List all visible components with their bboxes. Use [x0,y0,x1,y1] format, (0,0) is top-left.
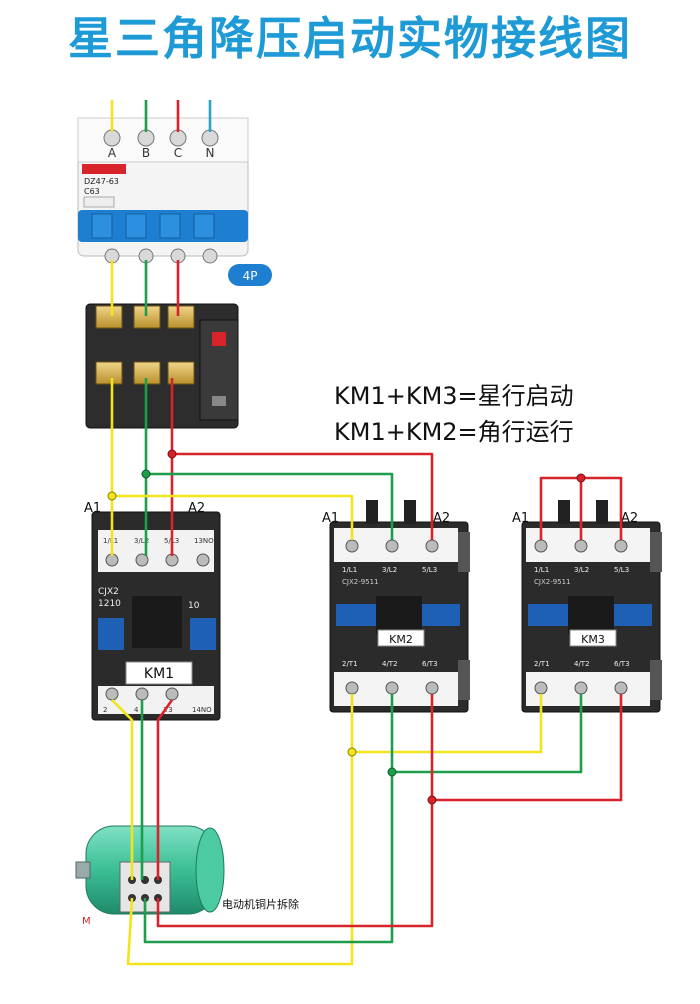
km1-term-1: 1/L1 [103,537,118,545]
km3-term-3: 3/L2 [574,566,589,574]
km2-term-3: 3/L2 [382,566,397,574]
page-title: 星三角降压启动实物接线图 [67,12,632,65]
km1-nameplate [125,661,193,685]
km2-coil-a2-label: A2 [433,511,450,526]
km1-coil-a1-label: A1 [84,501,101,516]
km3-term-5: 5/L3 [614,566,629,574]
km1-model: CJX2 [98,587,119,597]
km3-nameplate [569,629,617,647]
km3-coil-a2-label: A2 [621,511,638,526]
km2-term-1: 1/L1 [342,566,357,574]
km2-model: CJX2-9511 [342,578,379,586]
km1-term-3: 3/L2 [134,537,149,545]
km2-name: KM2 [389,633,413,646]
junctions [107,449,586,805]
contactor-km3: 1/L1 3/L2 5/L3 CJX2-9511 KM3 2/T1 4/T2 6… [521,500,662,713]
thermal-relay [85,303,239,429]
km3-term-1: 1/L1 [534,566,549,574]
note-delta-run: KM1+KM2=角行运行 [334,418,574,446]
relay-terminals [95,305,195,385]
terminal-label-n: N [206,146,215,160]
motor: M [75,825,225,927]
km1-bterm-2: 2 [103,706,107,714]
breaker-rating: C63 [84,187,100,196]
km2-bterm-4: 4/T2 [382,660,398,668]
km2-bterm-6: 6/T3 [422,660,438,668]
motor-note: 电动机铜片拆除 [222,897,299,911]
km3-bterm-6: 6/T3 [614,660,630,668]
km3-coil-a1-label: A1 [512,511,529,526]
contactor-km2: 1/L1 3/L2 5/L3 CJX2-9511 KM2 2/T1 4/T2 6… [329,500,470,713]
poles-badge [228,264,272,286]
km2-nameplate [377,629,425,647]
terminal-label-b: B [142,146,150,160]
wires [110,100,623,966]
terminal-label-c: C [174,146,182,160]
km1-name: KM1 [144,666,174,682]
poles-badge-label: 4P [243,269,258,283]
circuit-breaker: A B C N DZ47-63 C63 4P [77,117,272,286]
km3-bterm-4: 4/T2 [574,660,590,668]
km2-term-5: 5/L3 [422,566,437,574]
km1-bterm-4: 4 [134,706,139,714]
km1-code: 1210 [98,599,121,609]
motor-label: M [82,916,91,927]
note-star-start: KM1+KM3=星行启动 [334,382,574,410]
km2-bterm-2: 2/T1 [342,660,358,668]
km1-term-13: 13NO [194,537,214,545]
terminal-label-a: A [108,146,117,160]
breaker-model: DZ47-63 [84,177,119,186]
km1-coil-a2-label: A2 [188,501,205,516]
km1-aux-mark: 10 [188,601,200,611]
km1-bterm-6: T3 [163,706,173,714]
km1-bterm-14: 14NO [192,706,212,714]
km3-model: CJX2-9511 [534,578,571,586]
km2-coil-a1-label: A1 [322,511,339,526]
km3-bterm-2: 2/T1 [534,660,550,668]
km3-name: KM3 [581,633,605,646]
